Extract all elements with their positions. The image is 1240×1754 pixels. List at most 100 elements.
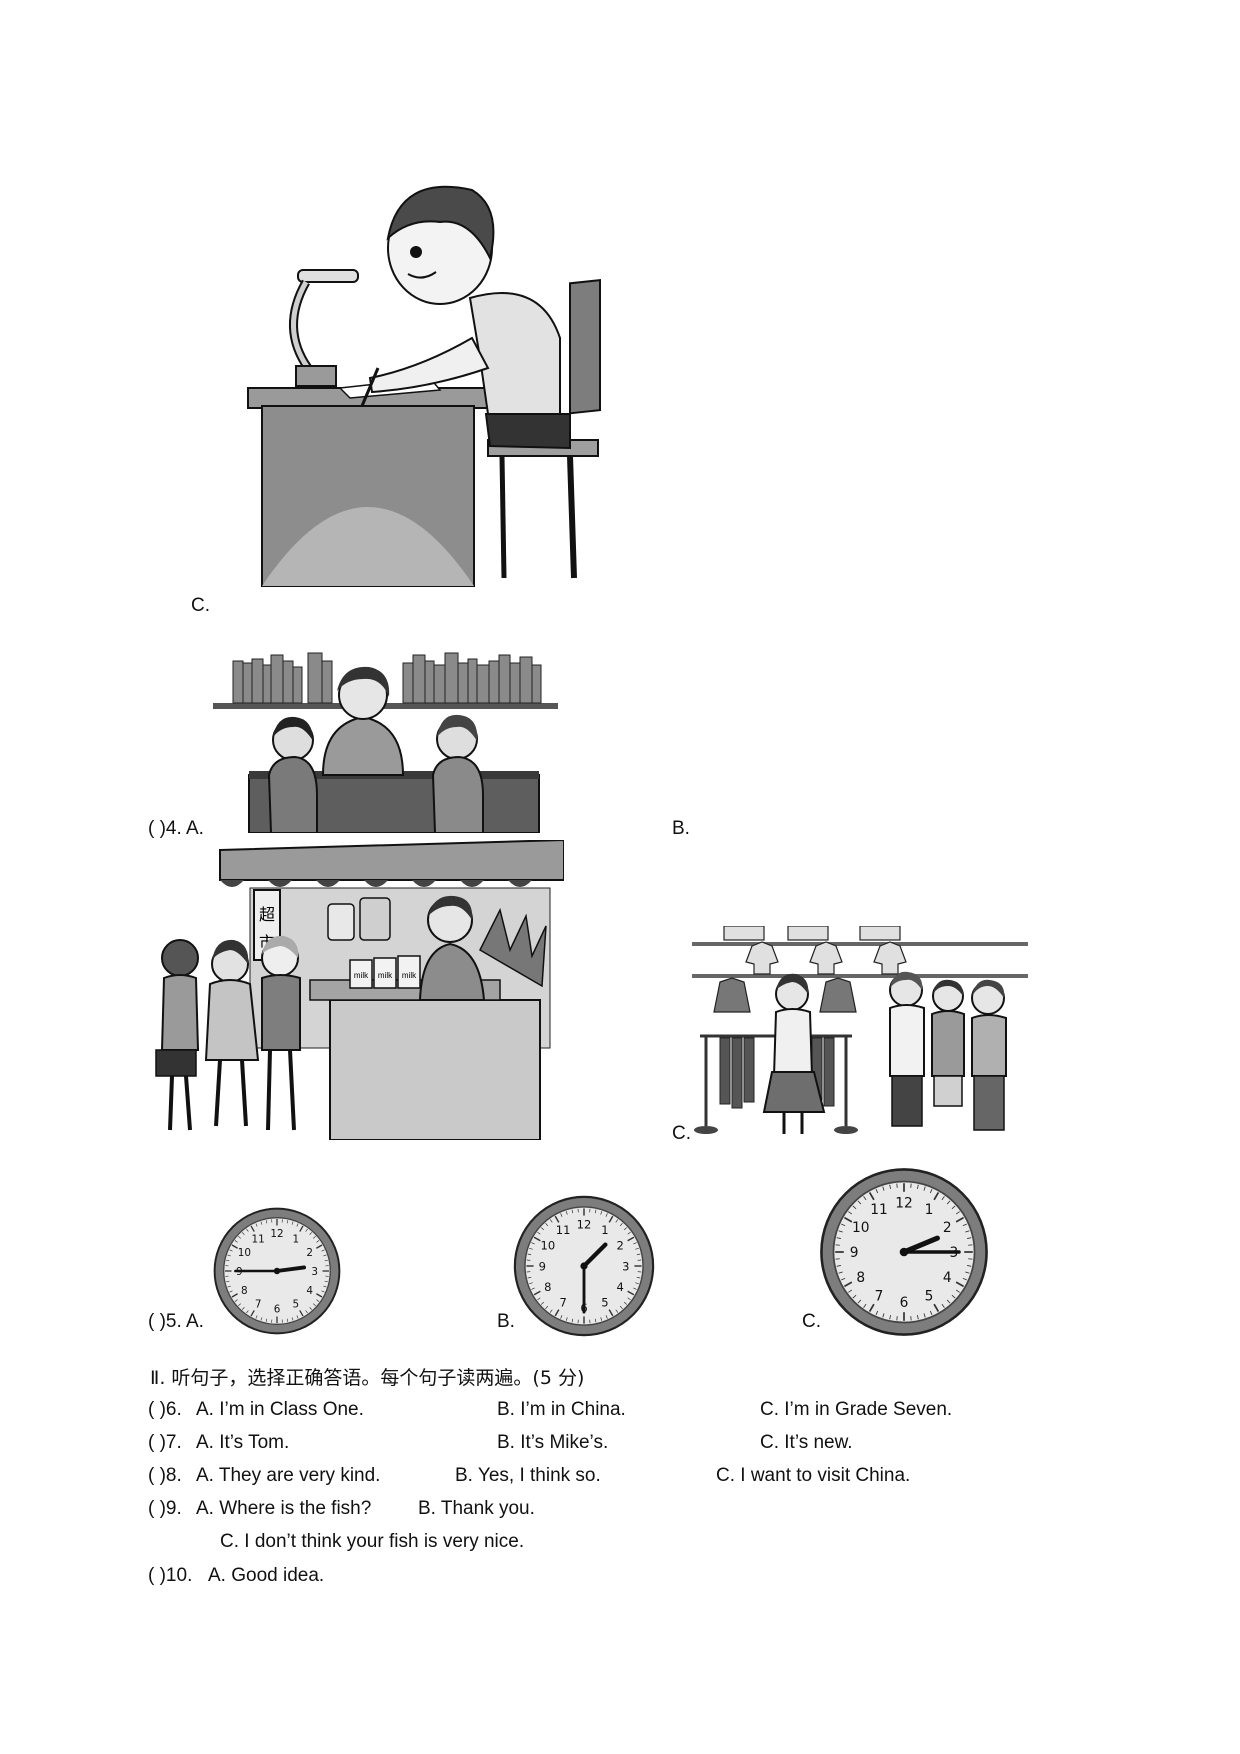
clock-tick [619, 1305, 623, 1310]
clock-number: 12 [270, 1228, 283, 1240]
question-6-option-a[interactable]: A. I’m in Class One. [196, 1399, 364, 1420]
clock-tick [923, 1186, 926, 1191]
clock-tick [529, 1247, 533, 1250]
clock-tick [305, 1228, 308, 1232]
clock-tick [889, 1315, 892, 1320]
clock-tick [246, 1310, 249, 1314]
clock-number: 8 [856, 1270, 865, 1286]
q4-option-c-label[interactable]: C. [672, 1123, 691, 1144]
clock-number: 7 [255, 1299, 262, 1311]
clock-tick [238, 1235, 241, 1239]
clock-tick [533, 1290, 541, 1296]
picture-supermarket: 超 市 milk milk milk [150, 840, 564, 1140]
question-6-option-b[interactable]: B. I’m in China. [497, 1399, 626, 1420]
clock-number: 1 [925, 1202, 934, 1218]
question-6-option-c[interactable]: C. I’m in Grade Seven. [760, 1399, 953, 1420]
clock-tick [250, 1310, 255, 1317]
clock-tick [605, 1213, 608, 1217]
clock-tick [531, 1242, 535, 1245]
picture-clothes-shop [692, 926, 1028, 1140]
clock-tick [226, 1259, 230, 1262]
clock-number: 11 [556, 1223, 571, 1237]
clock-tick [967, 1237, 972, 1240]
clock-tick [560, 1315, 563, 1319]
clock-tick [260, 1221, 263, 1225]
q5-option-b-label[interactable]: B. [497, 1311, 515, 1332]
clock-tick [246, 1228, 249, 1232]
question-9-num: ( )9. [148, 1498, 182, 1519]
clock-number: 3 [311, 1266, 318, 1278]
q3-option-c-label[interactable]: C. [191, 595, 210, 616]
q4-option-b-label[interactable]: B. [672, 818, 690, 839]
clock-tick [605, 1315, 608, 1319]
milk-jar-label-3: milk [402, 971, 417, 980]
clock-tick [955, 1289, 960, 1293]
q5-option-c-label[interactable]: C. [802, 1311, 821, 1332]
clock-tick [241, 1307, 245, 1310]
clock-number: 10 [238, 1247, 251, 1259]
q4-prefix: ( )4. A. [148, 818, 204, 839]
clock-tick [636, 1253, 641, 1256]
clock-b: 121234567891011 [512, 1194, 656, 1338]
clock-number: 6 [274, 1304, 281, 1316]
question-8-option-a[interactable]: A. They are very kind. [196, 1465, 381, 1486]
question-9-option-a[interactable]: A. Where is the fish? [196, 1498, 372, 1519]
clock-tick [324, 1259, 328, 1262]
clock-tick [857, 1200, 862, 1205]
clock-tick [916, 1315, 919, 1320]
clock-number: 10 [852, 1220, 870, 1236]
clock-number: 2 [943, 1220, 952, 1236]
clock-number: 3 [622, 1259, 629, 1273]
clock-tick [316, 1299, 320, 1302]
clock-tick [627, 1236, 635, 1242]
clock-tick [852, 1294, 857, 1299]
clock-tick [836, 1264, 841, 1267]
clock-tick [843, 1281, 853, 1288]
question-10-option-a[interactable]: A. Good idea. [208, 1565, 325, 1586]
clock-tick [962, 1223, 968, 1227]
clock-tick [923, 1313, 926, 1318]
clock-number: 12 [895, 1195, 913, 1211]
question-9-option-c[interactable]: C. I don’t think your fish is very nice. [220, 1531, 525, 1552]
clock-tick [305, 1310, 308, 1314]
question-9-option-b[interactable]: B. Thank you. [418, 1498, 535, 1519]
clock-number: 8 [241, 1285, 248, 1297]
clock-tick [840, 1277, 846, 1281]
clock-tick [836, 1237, 841, 1240]
clock-number: 1 [601, 1223, 608, 1237]
clock-tick [838, 1230, 843, 1233]
question-7-option-c[interactable]: C. It’s new. [760, 1432, 853, 1453]
clock-tick [565, 1211, 568, 1215]
milk-jar-label-1: milk [354, 971, 369, 980]
milk-jar-label-2: milk [378, 971, 393, 980]
clock-tick [623, 1227, 628, 1231]
question-7-option-a[interactable]: A. It’s Tom. [196, 1432, 290, 1453]
clock-tick [255, 1315, 258, 1319]
clock-tick [965, 1230, 970, 1233]
clock-number: 8 [544, 1280, 551, 1294]
clock-tick [545, 1305, 549, 1310]
clock-tick [565, 1317, 568, 1321]
clock-tick [600, 1317, 603, 1321]
clock-tick [231, 1244, 238, 1249]
clock-tick [633, 1242, 637, 1245]
clock-number: 6 [900, 1295, 909, 1311]
clock-tick [229, 1290, 233, 1293]
clock-tick [882, 1186, 885, 1191]
clock-tick [941, 1196, 945, 1201]
clock-tick [255, 1223, 258, 1227]
clock-tick [323, 1285, 327, 1288]
clock-tick [291, 1221, 294, 1225]
clock-tick [955, 1216, 965, 1223]
clock-tick [231, 1293, 238, 1298]
question-7-option-b[interactable]: B. It’s Mike’s. [497, 1432, 609, 1453]
clock-number: 2 [306, 1247, 313, 1259]
clock-tick [627, 1231, 631, 1235]
clock-tick [962, 1277, 968, 1281]
question-8-option-b[interactable]: B. Yes, I think so. [455, 1465, 601, 1486]
clock-center [899, 1247, 909, 1257]
clock-tick [529, 1282, 533, 1285]
clock-tick [863, 1196, 867, 1201]
question-8-option-c[interactable]: C. I want to visit China. [716, 1465, 911, 1486]
clock-tick [933, 1191, 940, 1201]
